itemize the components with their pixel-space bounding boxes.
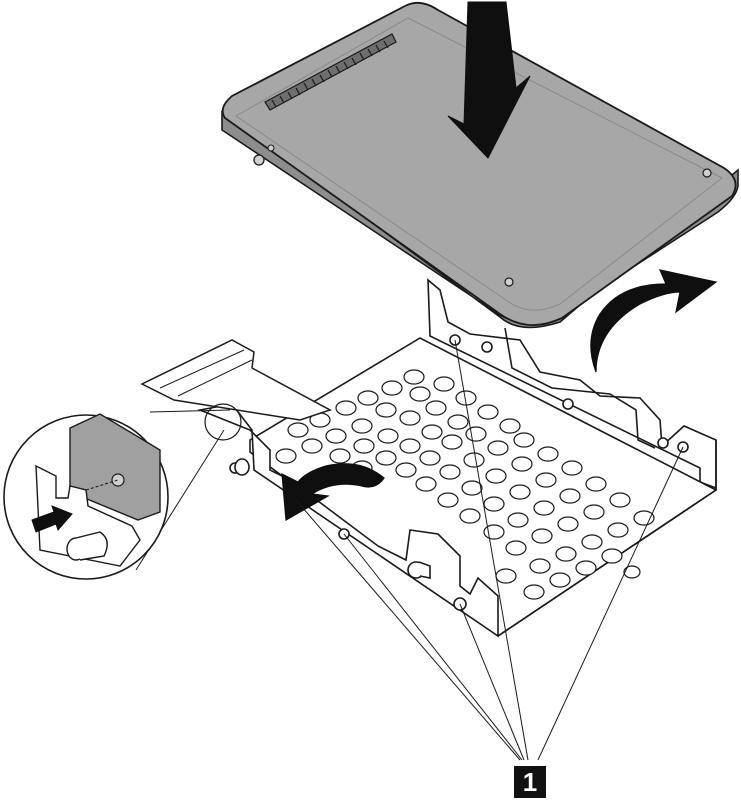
- down-arrow-icon: [447, 1, 531, 159]
- drive-bracket: [197, 278, 718, 638]
- push-right-arrow-icon: [31, 505, 73, 533]
- rotate-left-arrow-icon: [281, 463, 385, 521]
- detail-inset: [3, 403, 242, 580]
- drive-connector: [264, 33, 397, 111]
- callout-label-1: 1: [514, 766, 546, 798]
- storage-drive: [221, 1, 739, 329]
- callout-leader-lines: [295, 339, 684, 761]
- bracket-tab: [140, 339, 332, 421]
- rotate-up-arrow-icon: [590, 269, 718, 373]
